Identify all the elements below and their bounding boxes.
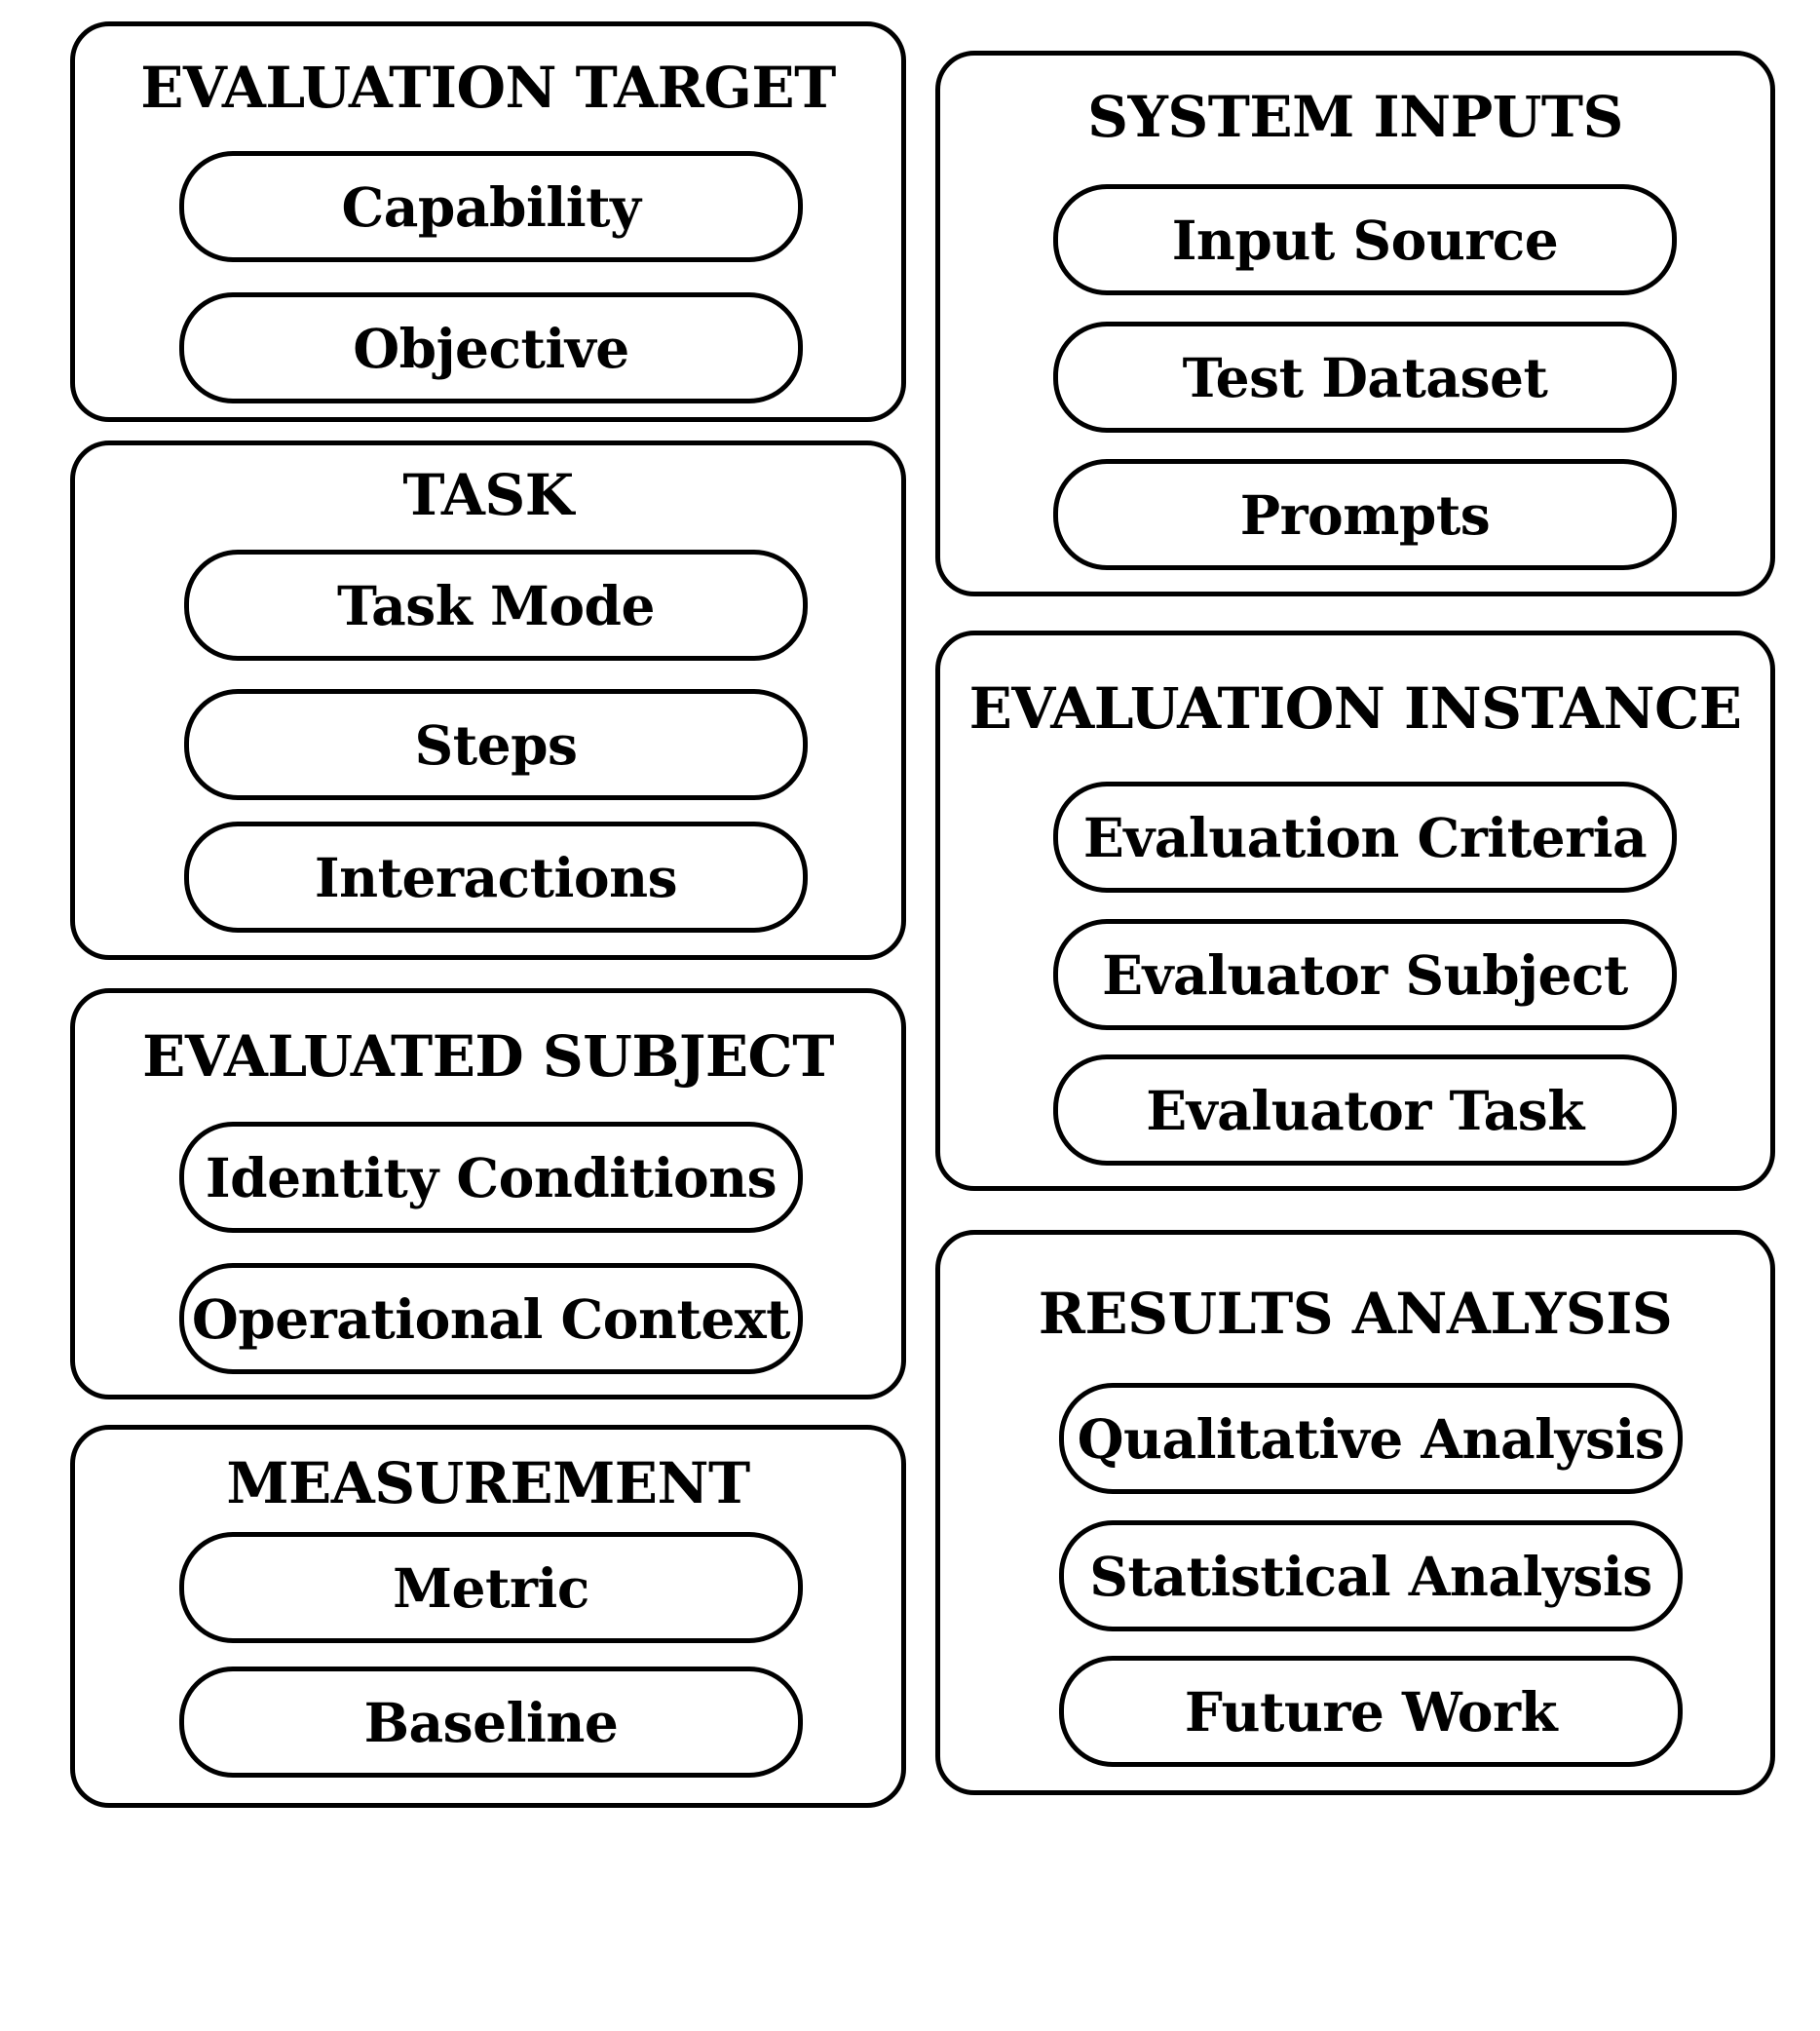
group-title: TASK: [402, 462, 574, 528]
group-results-analysis: RESULTS ANALYSIS Qualitative Analysis St…: [935, 1230, 1775, 1795]
item-identity-conditions: Identity Conditions: [179, 1122, 803, 1233]
group-title: EVALUATION TARGET: [140, 55, 836, 121]
item-operational-context: Operational Context: [179, 1263, 803, 1374]
item-task-mode: Task Mode: [184, 550, 808, 661]
group-title: RESULTS ANALYSIS: [1038, 1281, 1673, 1347]
item-qualitative-analysis: Qualitative Analysis: [1059, 1383, 1683, 1494]
item-future-work: Future Work: [1059, 1656, 1683, 1767]
item-prompts: Prompts: [1053, 459, 1677, 570]
group-title: SYSTEM INPUTS: [1087, 84, 1623, 150]
group-system-inputs: SYSTEM INPUTS Input Source Test Dataset …: [935, 51, 1775, 596]
item-test-dataset: Test Dataset: [1053, 322, 1677, 433]
item-metric: Metric: [179, 1532, 803, 1643]
group-title: EVALUATION INSTANCE: [968, 675, 1742, 742]
group-evaluation-target: EVALUATION TARGET Capability Objective: [70, 21, 906, 422]
item-steps: Steps: [184, 689, 808, 800]
item-objective: Objective: [179, 292, 803, 403]
group-evaluated-subject: EVALUATED SUBJECT Identity Conditions Op…: [70, 988, 906, 1399]
item-baseline: Baseline: [179, 1667, 803, 1778]
group-measurement: MEASUREMENT Metric Baseline: [70, 1425, 906, 1808]
item-evaluator-task: Evaluator Task: [1053, 1054, 1677, 1166]
item-evaluation-criteria: Evaluation Criteria: [1053, 782, 1677, 893]
group-evaluation-instance: EVALUATION INSTANCE Evaluation Criteria …: [935, 631, 1775, 1191]
item-capability: Capability: [179, 151, 803, 262]
group-title: MEASUREMENT: [226, 1450, 750, 1516]
group-title: EVALUATED SUBJECT: [142, 1023, 834, 1090]
item-evaluator-subject: Evaluator Subject: [1053, 919, 1677, 1030]
item-interactions: Interactions: [184, 822, 808, 933]
group-task: TASK Task Mode Steps Interactions: [70, 441, 906, 960]
item-statistical-analysis: Statistical Analysis: [1059, 1520, 1683, 1631]
item-input-source: Input Source: [1053, 184, 1677, 295]
